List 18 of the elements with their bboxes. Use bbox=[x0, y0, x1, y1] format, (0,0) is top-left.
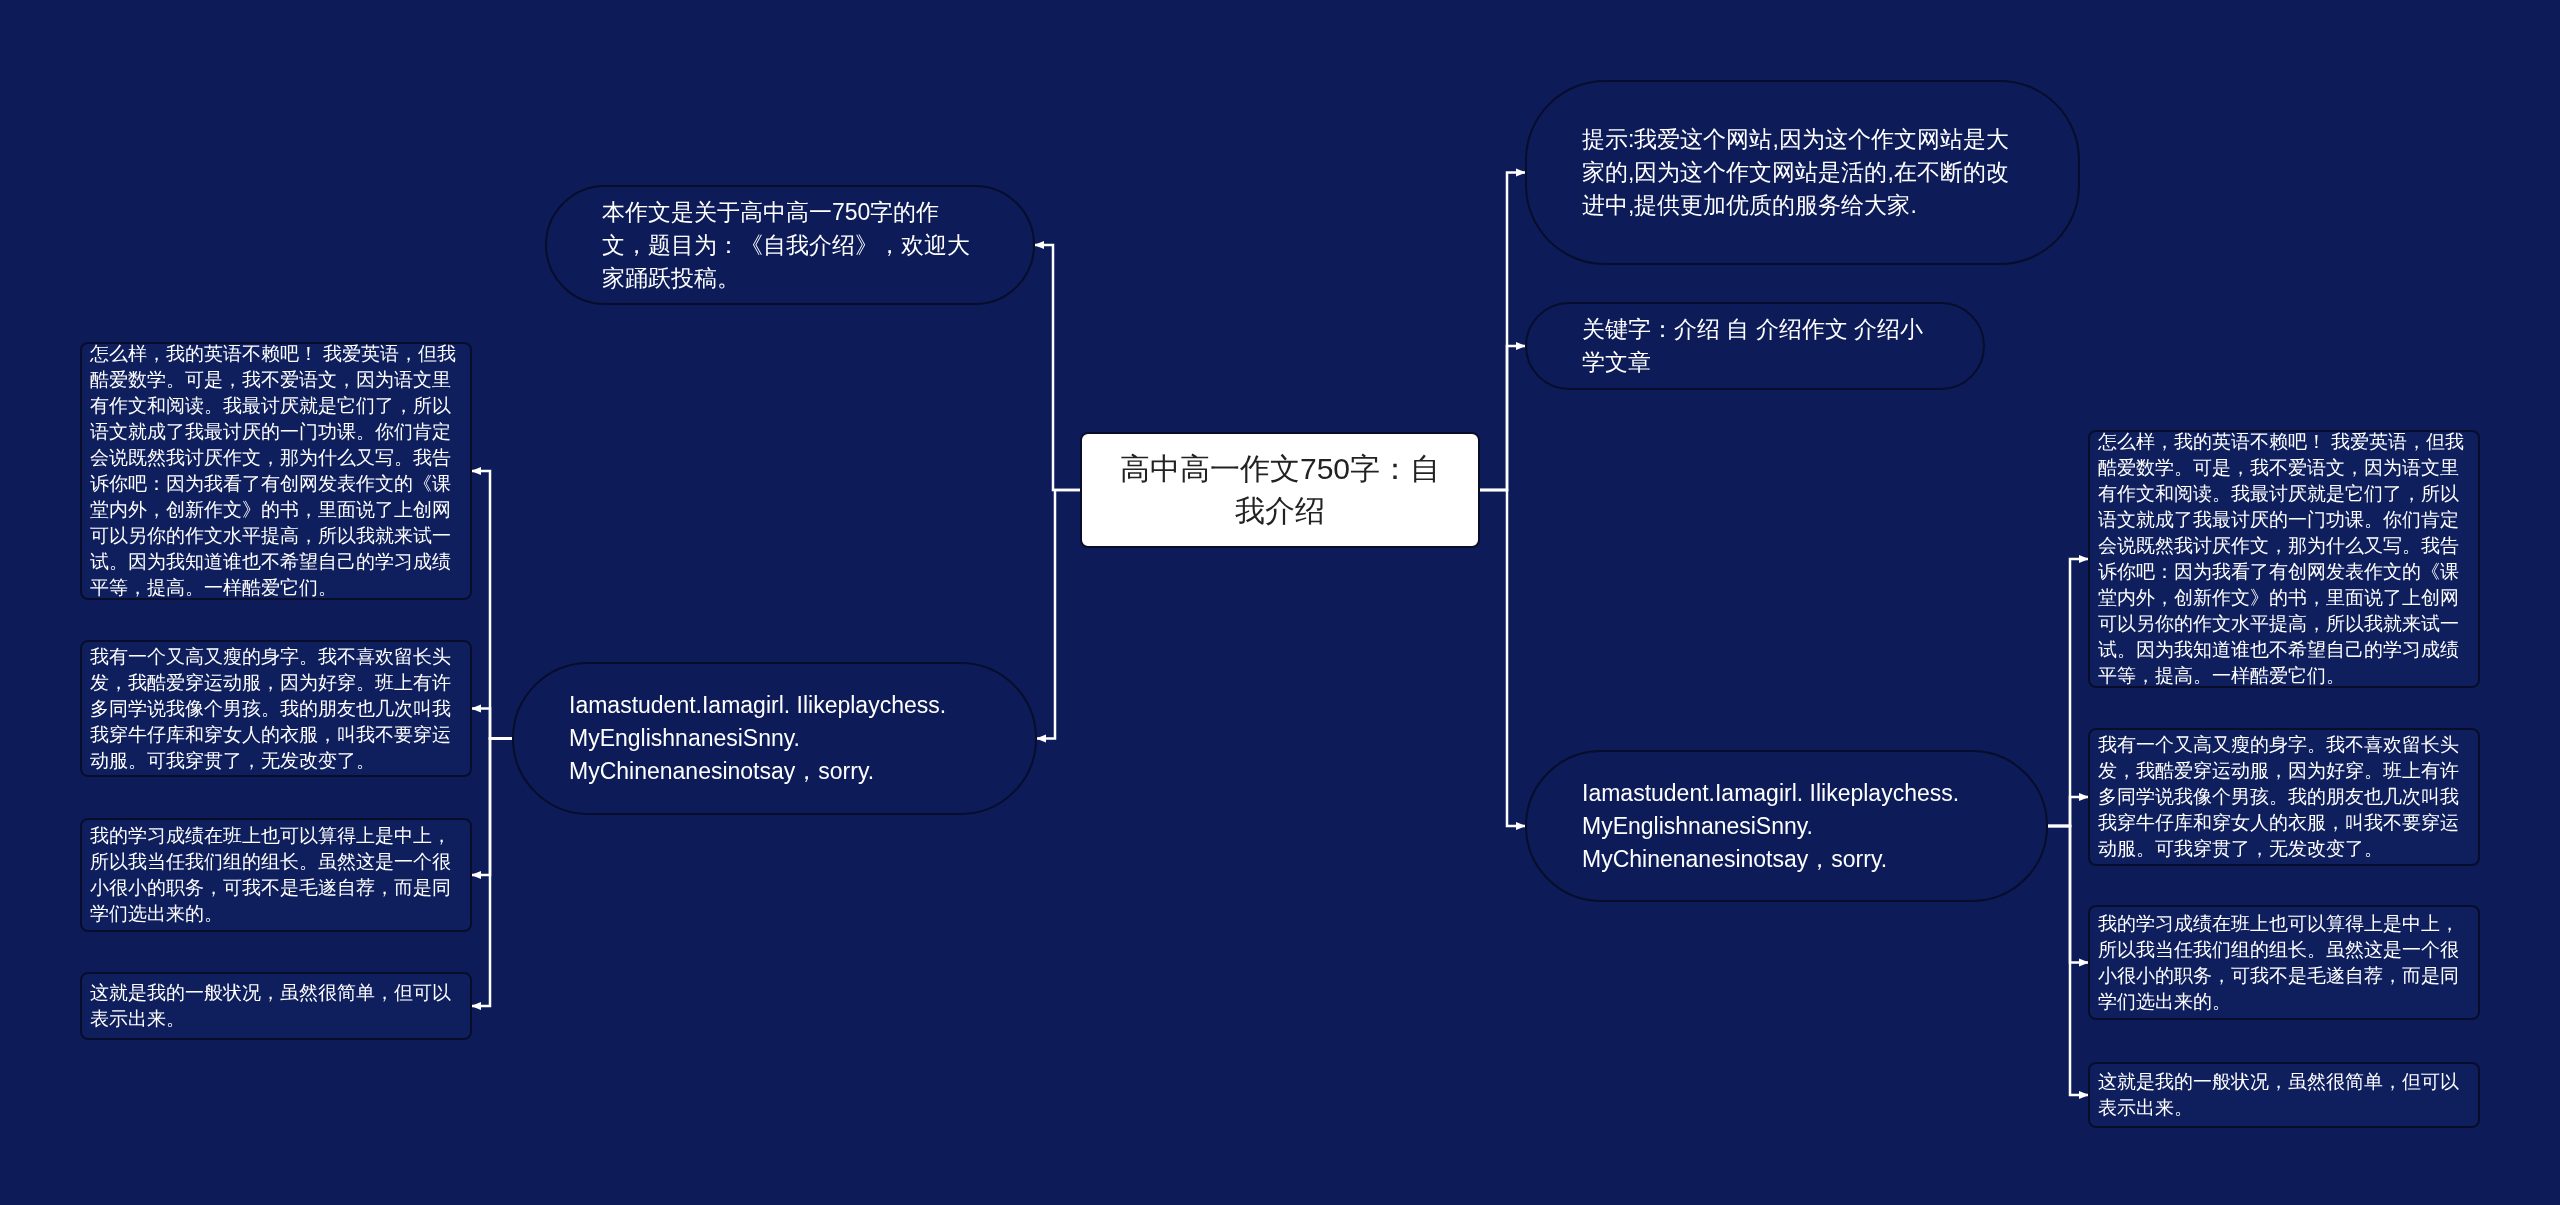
topic-pill: 提示:我爱这个网站,因为这个作文网站是大家的,因为这个作文网站是活的,在不断的改进中,提供更加优质的服务给大家. bbox=[1525, 80, 2080, 265]
text-card: 我有一个又高又瘦的身字。我不喜欢留长头发，我酷爱穿运动服，因为好穿。班上有许多同学说我像个男孩。我的朋友也几次叫我我穿牛仔库和穿女人的衣服，叫我不要穿运动服。可我穿贯了，无发改变了。 bbox=[80, 640, 472, 777]
topic-pill: Iamastudent.Iamagirl. Ilikeplaychess. MyEnglishnanesiSnny. MyChinenanesinotsay，sorry. bbox=[512, 662, 1037, 815]
connector-arrow bbox=[471, 737, 512, 1010]
title-box: 高中高一作文750字：自我介绍 bbox=[1080, 432, 1480, 548]
text-card: 这就是我的一般状况，虽然很简单，但可以表示出来。 bbox=[2088, 1062, 2480, 1128]
text-card: 我有一个又高又瘦的身字。我不喜欢留长头发，我酷爱穿运动服，因为好穿。班上有许多同学说我像个男孩。我的朋友也几次叫我我穿牛仔库和穿女人的衣服，叫我不要穿运动服。可我穿贯了，无发改变了。 bbox=[2088, 728, 2480, 866]
connector-arrow bbox=[2048, 824, 2089, 1099]
topic-pill: 本作文是关于高中高一750字的作文，题目为：《自我介绍》，欢迎大家踊跃投稿。 bbox=[545, 185, 1035, 305]
connector-arrow bbox=[1036, 488, 1080, 743]
topic-pill: Iamastudent.Iamagirl. Ilikeplaychess. MyEnglishnanesiSnny. MyChinenanesinotsay，sorry. bbox=[1525, 750, 2048, 902]
connector-arrow bbox=[1480, 488, 1526, 830]
topic-pill: 关键字：介绍 自 介绍作文 介绍小学文章 bbox=[1525, 302, 1985, 390]
text-card: 这就是我的一般状况，虽然很简单，但可以表示出来。 bbox=[80, 972, 472, 1040]
text-card: 我的学习成绩在班上也可以算得上是中上，所以我当任我们组的组长。虽然这是一个很小很小的职务，可我不是毛遂自荐，而是同学们选出来的。 bbox=[2088, 905, 2480, 1020]
text-card: 我的学习成绩在班上也可以算得上是中上，所以我当任我们组的组长。虽然这是一个很小很小的职务，可我不是毛遂自荐，而是同学们选出来的。 bbox=[80, 818, 472, 932]
text-card: 怎么样，我的英语不赖吧！ 我爱英语，但我酷爱数学。可是，我不爱语文，因为语文里有作文和阅读。我最讨厌就是它们了，所以语文就成了我最讨厌的一门功课。你们肯定会说既然我讨厌作文，那为什么又写。我告诉你吧：因为我看了有创网发表作文的《课堂内外，创新作文》的书，里面说了上创网可以另你的作文水平提高，所以我就来试一试。因为我知道谁也不希望自己的学习成绩平等，提高。一样酷爱它们。 bbox=[80, 342, 472, 600]
text-card: 怎么样，我的英语不赖吧！ 我爱英语，但我酷爱数学。可是，我不爱语文，因为语文里有作文和阅读。我最讨厌就是它们了，所以语文就成了我最讨厌的一门功课。你们肯定会说既然我讨厌作文，那为什么又写。我告诉你吧：因为我看了有创网发表作文的《课堂内外，创新作文》的书，里面说了上创网可以另你的作文水平提高，所以我就来试一试。因为我知道谁也不希望自己的学习成绩平等，提高。一样酷爱它们。 bbox=[2088, 430, 2480, 688]
